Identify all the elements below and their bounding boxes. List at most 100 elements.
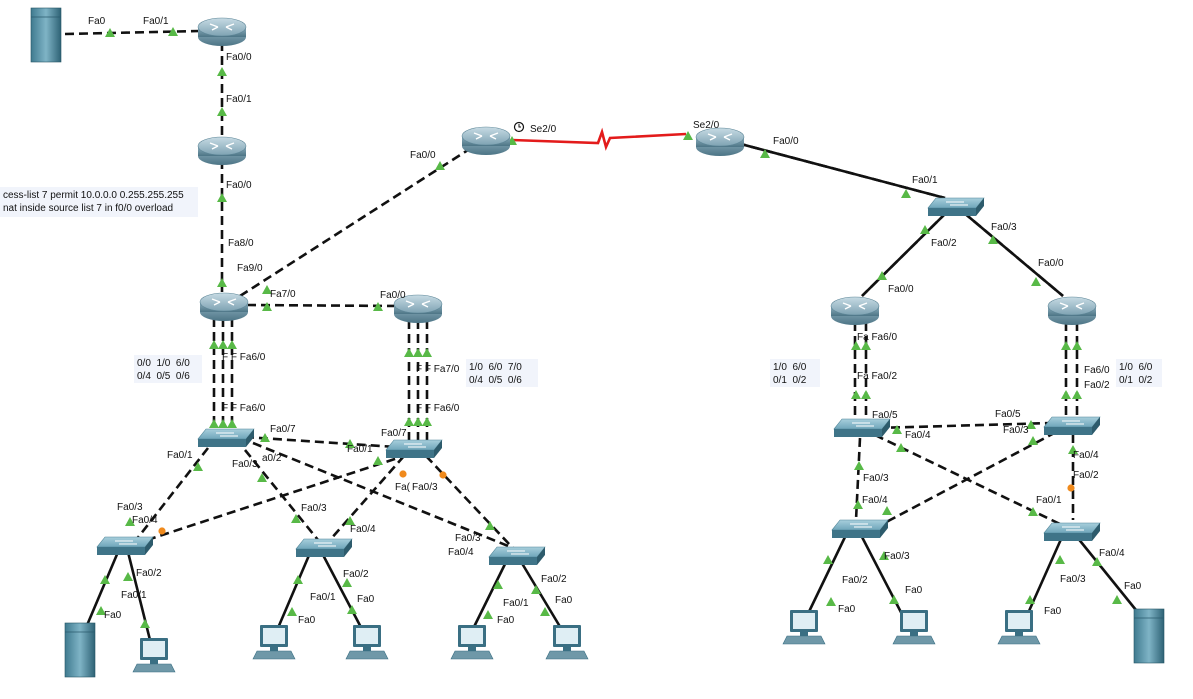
switch-l-access-3[interactable] bbox=[488, 546, 546, 566]
links-layer bbox=[64, 29, 1079, 552]
link-up-indicator bbox=[1072, 390, 1082, 399]
interface-label: Fa0/0 bbox=[380, 290, 406, 301]
switch-l-access-2[interactable] bbox=[295, 538, 353, 558]
pc-4[interactable] bbox=[450, 624, 494, 660]
link-up-indicator bbox=[826, 597, 836, 606]
router-r3[interactable] bbox=[199, 292, 249, 322]
note-line: 1/0 6/0 7/0 bbox=[469, 362, 522, 373]
pc-3[interactable] bbox=[345, 624, 389, 660]
note-line: 1/0 6/0 bbox=[1119, 362, 1153, 373]
note-ports-r2[interactable]: 1/0 6/00/1 0/2 bbox=[1116, 359, 1162, 387]
interface-label: Fa0/4 bbox=[132, 515, 158, 526]
note-acl[interactable]: cess-list 7 permit 10.0.0.0 0.255.255.25… bbox=[0, 187, 198, 217]
switch-r-dist-2[interactable] bbox=[1043, 416, 1101, 436]
link-up-indicator bbox=[901, 189, 911, 198]
router-r5[interactable] bbox=[830, 296, 880, 326]
interface-label: Fa0/4 bbox=[1099, 548, 1125, 559]
link-up-indicator bbox=[287, 607, 297, 616]
router-isp-right[interactable] bbox=[695, 127, 745, 157]
interface-label: Fa0/1 bbox=[121, 590, 147, 601]
interface-label: F F Fa6/0 bbox=[222, 352, 266, 363]
link-up-indicator bbox=[140, 619, 150, 628]
interface-label: Fa0/3 bbox=[301, 503, 327, 514]
interface-label: Fa0/2 bbox=[931, 238, 957, 249]
link-up-indicator bbox=[123, 572, 133, 581]
router-isp-left[interactable] bbox=[461, 126, 511, 156]
link-up-indicator bbox=[404, 348, 414, 357]
link-up-indicator bbox=[293, 575, 303, 584]
note-ports-l1[interactable]: 0/0 1/0 6/00/4 0/5 0/6 bbox=[134, 355, 202, 383]
pc-5[interactable] bbox=[545, 624, 589, 660]
router-r2[interactable] bbox=[197, 136, 247, 166]
interface-label: Fa0/5 bbox=[872, 410, 898, 421]
router-r6[interactable] bbox=[1047, 296, 1097, 326]
interface-label: Fa0/1 bbox=[167, 450, 193, 461]
interface-label: Fa0/3 bbox=[991, 222, 1017, 233]
interface-label: Fa Fa6/0 bbox=[857, 332, 897, 343]
switch-l-dist-1[interactable] bbox=[197, 428, 255, 448]
interface-label: a0/2 bbox=[262, 453, 282, 464]
interface-label: Fa( bbox=[395, 482, 411, 493]
link-blocking-indicator bbox=[439, 471, 447, 479]
interface-label: Fa0/1 bbox=[347, 444, 373, 455]
interface-label: F F Fa6/0 bbox=[416, 403, 460, 414]
pc-8[interactable] bbox=[997, 609, 1041, 645]
link-up-indicator bbox=[1112, 595, 1122, 604]
link-up-indicator bbox=[347, 605, 357, 614]
solid-links bbox=[83, 141, 1142, 641]
interface-label: Fa0/4 bbox=[448, 547, 474, 558]
note-line: 0/1 0/2 bbox=[773, 375, 807, 386]
interface-label: Fa0 bbox=[1124, 581, 1142, 592]
link-up-indicator bbox=[1061, 390, 1071, 399]
pc-1[interactable] bbox=[132, 637, 176, 673]
link-up-indicator bbox=[217, 278, 227, 287]
switch-l-access-1[interactable] bbox=[96, 536, 154, 556]
server-bottom-right[interactable] bbox=[1133, 608, 1165, 664]
link-up-indicator bbox=[217, 193, 227, 202]
note-line: cess-list 7 permit 10.0.0.0 0.255.255.25… bbox=[3, 190, 184, 201]
note-line: 1/0 6/0 bbox=[773, 362, 807, 373]
link-up-indicator bbox=[1061, 341, 1071, 350]
interface-label: Fa0/7 bbox=[270, 424, 296, 435]
interface-label: Fa0 bbox=[497, 615, 515, 626]
serial-link bbox=[511, 127, 687, 151]
interface-label: Fa9/0 bbox=[237, 263, 263, 274]
switch-r-access-2[interactable] bbox=[1043, 522, 1101, 542]
interface-label: Fa0/4 bbox=[905, 430, 931, 441]
pc-7[interactable] bbox=[892, 609, 936, 645]
interface-label: Fa6/0 bbox=[1084, 365, 1110, 376]
note-line: 0/0 1/0 6/0 bbox=[137, 358, 190, 369]
interface-label: Se2/0 bbox=[530, 124, 557, 135]
interface-label: Fa0/3 bbox=[884, 551, 910, 562]
interface-label: Fa0 bbox=[905, 585, 923, 596]
router-r1[interactable] bbox=[197, 17, 247, 47]
interface-label: Fa0/4 bbox=[1073, 450, 1099, 461]
pc-2[interactable] bbox=[252, 624, 296, 660]
note-ports-r1[interactable]: 1/0 6/0 0/1 0/2 bbox=[770, 359, 820, 387]
interface-label: Fa0/0 bbox=[410, 150, 436, 161]
server-bottom-left[interactable] bbox=[64, 622, 96, 678]
switch-r-access-1[interactable] bbox=[831, 519, 889, 539]
switch-r-core[interactable] bbox=[927, 197, 985, 217]
interface-label: Fa0/0 bbox=[226, 180, 252, 191]
link-up-indicator bbox=[227, 340, 237, 349]
server-top-left[interactable] bbox=[30, 7, 62, 63]
switch-r-dist-1[interactable] bbox=[833, 418, 891, 438]
link-up-indicator bbox=[209, 419, 219, 428]
note-ports-l2[interactable]: 1/0 6/0 7/00/4 0/5 0/6 bbox=[466, 359, 538, 387]
interface-label: Fa Fa0/2 bbox=[857, 371, 897, 382]
pc-6[interactable] bbox=[782, 609, 826, 645]
interface-label: Fa0/0 bbox=[1038, 258, 1064, 269]
interface-label: Fa0/0 bbox=[888, 284, 914, 295]
link-up-indicator bbox=[217, 67, 227, 76]
switch-l-dist-2[interactable] bbox=[385, 439, 443, 459]
devices bbox=[30, 7, 1165, 678]
interface-label: Fa0/4 bbox=[862, 495, 888, 506]
link-up-indicator bbox=[861, 390, 871, 399]
interface-label: Fa0/2 bbox=[1073, 470, 1099, 481]
link-up-indicator bbox=[404, 417, 414, 426]
link-up-indicator bbox=[413, 348, 423, 357]
link-up-indicator bbox=[218, 419, 228, 428]
interface-label: Fa0/1 bbox=[912, 175, 938, 186]
link-up-indicator bbox=[422, 348, 432, 357]
